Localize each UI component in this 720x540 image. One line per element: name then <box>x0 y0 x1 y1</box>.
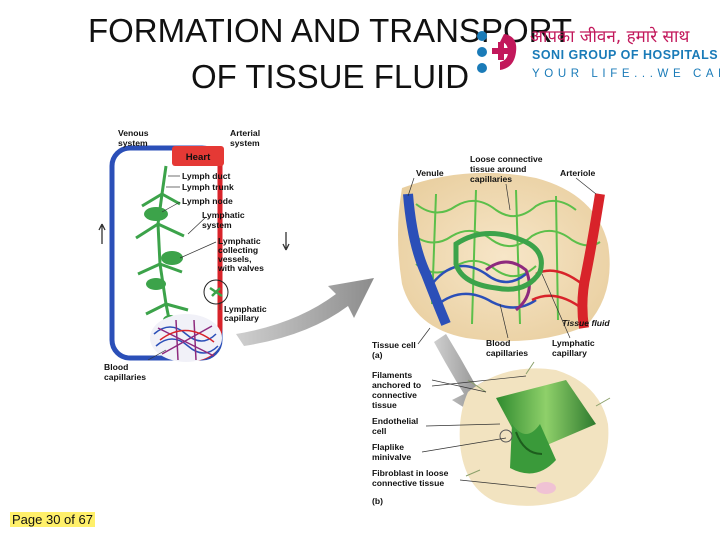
logo-hindi-text: आपका जीवन, हमारे साथ <box>530 27 690 47</box>
loose-ct-label-2: tissue around <box>470 164 526 174</box>
lymphatic-capillary-left-label-2: capillary <box>224 313 259 323</box>
fibroblast-label-1: Fibroblast in loose <box>372 468 449 478</box>
venule-label: Venule <box>416 168 444 178</box>
collecting-vessels-label-3: vessels, <box>218 254 251 264</box>
lymphatic-system-figure: Heart <box>96 124 622 510</box>
page-number-label: Page 30 of 67 <box>10 512 95 527</box>
logo-name: SONI GROUP OF HOSPITALS <box>532 48 719 62</box>
flaplike-label-1: Flaplike <box>372 442 404 452</box>
arterial-system-label-2: system <box>230 138 260 148</box>
panel-a-tissue <box>398 172 610 342</box>
filaments-label-2: anchored to <box>372 380 421 390</box>
blood-capillaries-a-label-1: Blood <box>486 338 510 348</box>
venous-system-label-2: system <box>118 138 148 148</box>
logo-tagline: YOUR LIFE...WE CARE! <box>532 68 720 80</box>
lymphatic-capillary-a-label-2: capillary <box>552 348 587 358</box>
lymph-node-label: Lymph node <box>182 196 233 206</box>
slide-title-line-2: OF TISSUE FLUID <box>190 58 470 95</box>
blood-capillaries-left-label-2: capillaries <box>104 372 146 382</box>
lymphatic-capillary-left-label-1: Lymphatic <box>224 304 267 314</box>
lymph-trunk-label: Lymph trunk <box>182 182 234 192</box>
collecting-vessels-label-1: Lymphatic <box>218 236 261 246</box>
filaments-label-3: connective <box>372 390 417 400</box>
hospital-logo: आपका जीवन, हमारे साथ SONI GROUP OF HOSPI… <box>470 22 720 92</box>
blood-capillaries-a-label-2: capillaries <box>486 348 528 358</box>
down-arrow-icon <box>282 232 290 251</box>
filaments-label-1: Filaments <box>372 370 412 380</box>
fibroblast-label-2: connective tissue <box>372 478 444 488</box>
lymphatic-diagram: Heart <box>98 128 611 506</box>
panel-b-closeup <box>459 361 611 506</box>
collecting-vessels-label-4: with valves <box>217 263 264 273</box>
fibroblast-cell-icon <box>536 482 556 494</box>
endothelial-label-1: Endothelial <box>372 416 418 426</box>
panel-a-label: (a) <box>372 350 383 360</box>
arterial-system-label-1: Arterial <box>230 128 260 138</box>
filaments-label-4: tissue <box>372 400 397 410</box>
heart-label: Heart <box>186 152 211 163</box>
loose-ct-label-1: Loose connective <box>470 154 543 164</box>
up-arrow-icon <box>98 223 106 244</box>
flaplike-label-2: minivalve <box>372 452 411 462</box>
slide-title: FORMATION AND TRANSPORT OF TISSUE FLUID <box>40 8 620 100</box>
valve-detail-circle <box>203 279 229 305</box>
circulation-loop: Heart <box>98 145 290 362</box>
endothelial-label-2: cell <box>372 426 386 436</box>
loose-ct-label-3: capillaries <box>470 174 512 184</box>
venous-system-label-1: Venous <box>118 128 149 138</box>
capillary-bed <box>150 314 222 362</box>
lymphatic-system-label-2: system <box>202 220 232 230</box>
lymph-duct-label: Lymph duct <box>182 171 231 181</box>
lymphatic-system-label-1: Lymphatic <box>202 210 245 220</box>
magnify-arrow-a-icon <box>236 278 374 346</box>
arteriole-label: Arteriole <box>560 168 596 178</box>
lymph-nodes <box>144 207 183 325</box>
tissue-fluid-label: Tissue fluid <box>562 318 610 328</box>
panel-b-label: (b) <box>372 496 383 506</box>
blood-capillaries-left-label-1: Blood <box>104 362 128 372</box>
hospital-emblem-icon <box>477 31 517 73</box>
tissue-cell-label: Tissue cell <box>372 340 416 350</box>
lymphatic-capillary-a-label-1: Lymphatic <box>552 338 595 348</box>
collecting-vessels-label-2: collecting <box>218 245 258 255</box>
slide-title-line-1: FORMATION AND TRANSPORT <box>87 12 573 49</box>
heart-box <box>172 146 224 166</box>
